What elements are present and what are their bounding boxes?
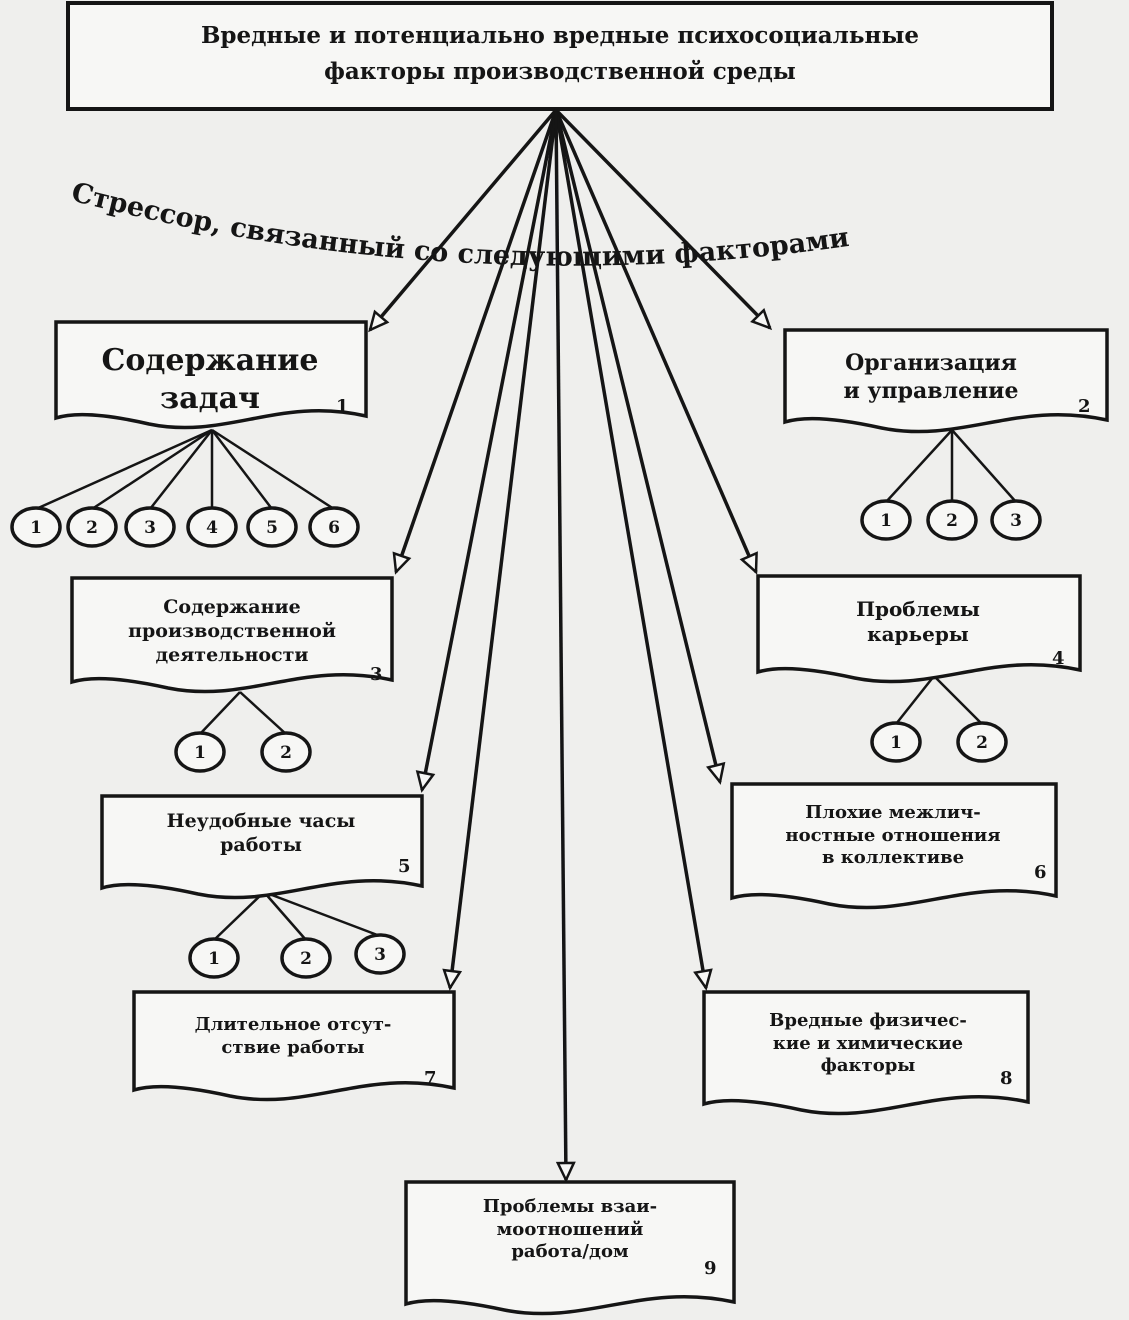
box-6 — [730, 782, 1058, 910]
sub-circle-3-2 — [260, 731, 312, 773]
box-7-number: 7 — [424, 1068, 437, 1089]
sub-circle-1-1 — [10, 506, 62, 548]
arrow-to-box-9 — [554, 109, 576, 1183]
sub-links — [35, 428, 1017, 941]
box-7-label: Длительное отсут- ствие работы — [194, 1014, 392, 1058]
sub-link-5-1 — [213, 891, 265, 941]
box-9-number: 9 — [704, 1258, 717, 1279]
sub-circle-1-3 — [124, 506, 176, 548]
sub-circle-label-5-3: 3 — [374, 945, 386, 965]
box-1-label: Содержание задач — [101, 343, 319, 416]
sub-link-1-2 — [91, 428, 213, 511]
arrow-to-box-4 — [554, 109, 758, 575]
sub-circle-label-3-2: 2 — [280, 743, 292, 763]
sub-circle-label-5-1: 1 — [208, 949, 220, 969]
arrow-to-box-5 — [415, 109, 558, 793]
title-line-2: факторы производственной среды — [324, 58, 796, 85]
sub-link-5-2 — [263, 891, 307, 941]
box-4-label: Проблемы карьеры — [856, 597, 980, 646]
box-8-label: Вредные физичес- кие и химические фактор… — [769, 1010, 967, 1076]
sub-circle-1-6 — [308, 506, 360, 548]
sub-circle-4-2 — [956, 721, 1008, 763]
sub-circle-label-4-1: 1 — [890, 733, 902, 753]
box-3-label: Содержание производственной деятельности — [128, 596, 336, 666]
sub-circle-label-1-6: 6 — [328, 518, 340, 538]
box-8-number: 8 — [1000, 1068, 1013, 1089]
sub-circle-label-2-3: 3 — [1010, 511, 1022, 531]
arrow-to-box-2 — [554, 108, 773, 331]
sub-circle-3-1 — [174, 731, 226, 773]
arrow-to-box-8 — [554, 109, 713, 991]
sub-circle-5-3 — [354, 933, 406, 975]
sub-circle-label-1-5: 5 — [266, 518, 278, 538]
arrows — [368, 108, 773, 1183]
sub-circle-label-5-2: 2 — [300, 949, 312, 969]
box-4-number: 4 — [1052, 648, 1065, 669]
sub-link-1-5 — [211, 429, 273, 510]
box-8 — [702, 990, 1030, 1116]
sub-link-4-2 — [933, 675, 983, 725]
sub-circles: 1 2 3 4 5 6 1 2 3 1 2 1 2 1 2 3 — [10, 499, 1042, 979]
sub-link-1-6 — [211, 428, 335, 511]
sub-circle-2-2 — [926, 499, 978, 541]
title-box — [66, 1, 1054, 111]
sub-circle-1-4 — [186, 506, 238, 548]
arrow-to-box-3 — [392, 109, 558, 575]
box-1 — [54, 320, 368, 430]
box-1-number: 1 — [336, 396, 349, 417]
factor-boxes — [54, 320, 1109, 1316]
sub-circle-label-2-1: 1 — [880, 511, 892, 531]
sub-circle-label-1-4: 4 — [206, 518, 218, 538]
sub-circle-label-3-1: 1 — [194, 743, 206, 763]
sub-link-1-3 — [149, 429, 213, 510]
box-3-number: 3 — [370, 664, 383, 685]
sub-link-1-1 — [35, 428, 213, 511]
sub-circle-label-1-1: 1 — [30, 518, 42, 538]
box-5-label: Неудобные часы работы — [166, 810, 356, 856]
box-7 — [132, 990, 456, 1102]
sub-link-2-3 — [951, 429, 1017, 503]
sub-link-3-2 — [239, 691, 287, 735]
box-2 — [783, 328, 1109, 434]
arrow-to-box-1 — [368, 108, 558, 333]
box-9 — [404, 1180, 736, 1316]
box-9-label: Проблемы взаи- моотношений работа/дом — [482, 1196, 658, 1262]
sub-circle-2-1 — [860, 499, 912, 541]
sub-link-3-1 — [199, 691, 241, 735]
sub-circle-5-2 — [280, 937, 332, 979]
sub-circle-4-1 — [870, 721, 922, 763]
box-2-label: Организация и управление — [843, 350, 1019, 404]
sub-circle-1-2 — [66, 506, 118, 548]
sub-circle-label-1-3: 3 — [144, 518, 156, 538]
box-4 — [756, 574, 1082, 684]
box-6-number: 6 — [1034, 862, 1047, 883]
arrow-to-box-7 — [442, 109, 558, 991]
sub-circle-1-5 — [246, 506, 298, 548]
box-2-number: 2 — [1078, 396, 1091, 417]
sub-circle-label-2-2: 2 — [946, 511, 958, 531]
box-6-label: Плохие межлич- ностные отношения в колле… — [785, 802, 1001, 868]
sub-link-4-1 — [895, 675, 935, 725]
sub-circle-2-3 — [990, 499, 1042, 541]
sub-link-5-3 — [263, 890, 381, 938]
sub-link-2-1 — [885, 429, 953, 503]
sub-circle-label-1-2: 2 — [86, 518, 98, 538]
box-3 — [70, 576, 394, 694]
box-5-number: 5 — [398, 856, 411, 877]
box-5 — [100, 794, 424, 900]
arrow-to-box-6 — [554, 109, 726, 785]
title-line-1: Вредные и потенциально вредные психосоци… — [200, 22, 920, 49]
sub-circle-label-4-2: 2 — [976, 733, 988, 753]
sub-circle-5-1 — [188, 937, 240, 979]
